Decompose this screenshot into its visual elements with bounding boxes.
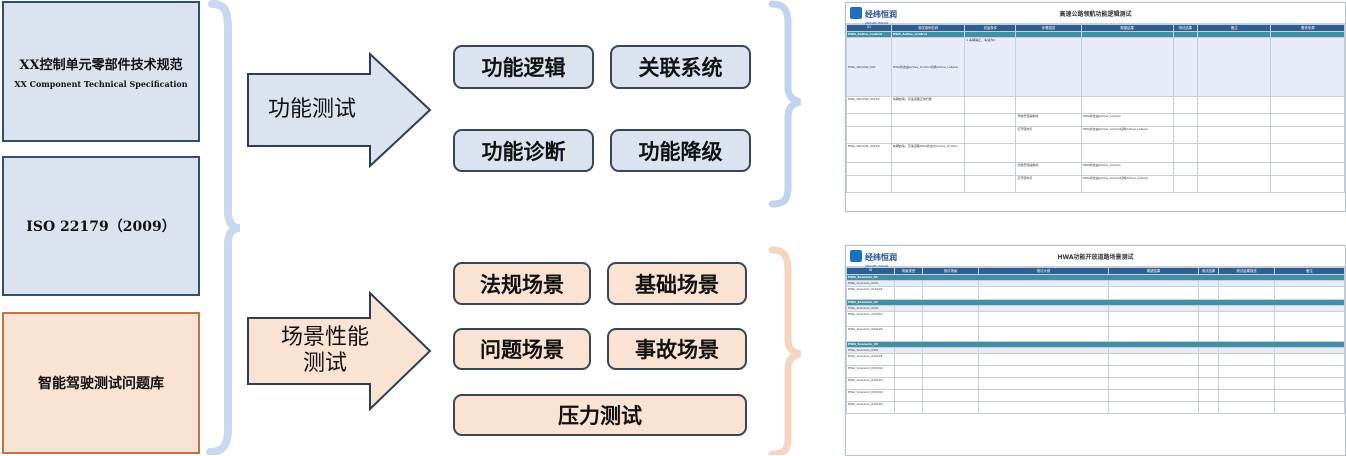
doc2-col-header: 备注 [1274,267,1345,275]
doc2-col-header: 场景类型 [894,267,923,275]
sources-bracket [206,0,241,455]
spec-source-box: XX控制单元零部件技术规范 XX Component Technical Spe… [2,1,200,142]
table-row: HWA_Worklist_001 HWA状态由Active_Control切换A… [846,37,1345,97]
iso-title: ISO 22179（2009） [26,219,176,235]
doc1-logo: 经纬恒润 JINGWEI HIRAIN [850,3,897,25]
accident-scenario-pill: 事故场景 [607,328,747,370]
doc1-table: ID 测试用例名称 初始条件 步骤描述 期望结果 测试结果 备注 需求来源 HW… [846,24,1345,193]
doc1-col-header: 步骤描述 [1015,24,1082,32]
doc1-title: 高速公路领航功能逻辑测试 [1059,11,1132,18]
doc2-header: 经纬恒润 JINGWEI HIRAIN HWA功能开放道路场景测试 [846,246,1345,268]
table-row: HWA_Scenario_030105 [846,401,1345,414]
scenario-bracket [768,246,801,455]
related-systems-pill: 关联系统 [610,45,751,89]
doc1-logo-name: 经纬恒润 [865,9,897,19]
doc1-header: 经纬恒润 JINGWEI HIRAIN 高速公路领航功能逻辑测试 [846,3,1345,25]
table-row: 驾驶员轻踩制动 HWA状态由Active_Control [846,162,1345,176]
table-row: HWA_Worklist_00101 车辆启动，高速道路正常行驶 [846,96,1345,114]
company-logo-icon [850,250,862,262]
regulation-scenario-pill: 法规场景 [453,262,591,305]
doc1-col-header: 备注 [1196,24,1272,32]
table-row: HWA_Scenario_030102 [846,365,1345,378]
doc2-col-header: 测试大纲 [978,267,1109,275]
functional-degradation-pill: 功能降级 [610,129,751,172]
functional-diagnosis-pill: 功能诊断 [453,129,594,172]
table-row: HWA_Scenario_030101 [846,353,1345,366]
table-row: HWA_Scenario_030103 [846,377,1345,390]
table-row: HWA_Scenario_030104 [846,389,1345,402]
doc2-logo-name: 经纬恒润 [865,252,897,262]
table-row: HWA_Scenario_0101 [846,280,1345,287]
spec-title: XX控制单元零部件技术规范 [19,58,183,73]
doc2-logo: 经纬恒润 JINGWEI HIRAIN [850,246,897,268]
functional-arrow [247,51,432,169]
table-row: HWA_Scenario_010101 [846,286,1345,300]
doc1-col-header: 初始条件 [964,24,1017,32]
doc1-logo-en: JINGWEI HIRAIN [865,20,889,25]
stress-test-pill: 压力测试 [453,394,747,436]
functional-logic-pill: 功能逻辑 [453,45,594,89]
table-row: 驾驶员轻踩制动 HWA状态由Active_Control [846,113,1345,127]
doc2-col-header: ID [846,267,895,275]
doc1-col-header: 测试结果 [1172,24,1199,32]
table-row: HWA_Scenario_020101 [846,311,1345,327]
doc2-col-header: 测试结果 [1198,267,1219,275]
doc2-logo-en: JINGWEI HIRAIN [865,263,889,268]
table-row: HWA_Scenario_020102 [846,326,1345,342]
table-row: 打开转向灯 HWA状态由Active_Control切换Active_Later… [846,175,1345,193]
doc2-col-header: 测试场景 [922,267,979,275]
doc1-header-row: ID 测试用例名称 初始条件 步骤描述 期望结果 测试结果 备注 需求来源 [846,24,1345,32]
library-source-box: 智能驾驶测试问题库 [2,312,200,454]
functional-bracket [768,0,801,208]
functional-arrow-label: 功能测试 [267,97,356,122]
library-title: 智能驾驶测试问题库 [38,376,164,392]
scenario-test-document: 经纬恒润 JINGWEI HIRAIN HWA功能开放道路场景测试 ID 场景类… [845,245,1346,456]
iso-source-box: ISO 22179（2009） [2,156,200,296]
doc2-header-row: ID 场景类型 测试场景 测试大纲 期望结果 测试结果 测试结果描述 备注 [846,267,1345,275]
doc2-col-header: 期望结果 [1108,267,1199,275]
scenario-arrow [247,290,432,412]
doc2-title: HWA功能开放道路场景测试 [1057,254,1134,261]
doc1-col-header: ID [846,24,892,32]
problem-scenario-pill: 问题场景 [453,328,591,370]
doc2-col-header: 测试结果描述 [1218,267,1275,275]
doc1-col-header: 需求来源 [1270,24,1345,32]
doc2-table: ID 场景类型 测试场景 测试大纲 期望结果 测试结果 测试结果描述 备注 HW… [846,267,1345,414]
table-row: HWA_Worklist_00102 车辆启动，高速道路HWA状态为Active… [846,143,1345,163]
table-row: 打开转向灯 HWA状态由Active_Control切换Active_Later… [846,126,1345,144]
scenario-arrow-label: 场景性能 测试 [280,325,369,376]
functional-test-document: 经纬恒润 JINGWEI HIRAIN 高速公路领航功能逻辑测试 ID 测试用例… [845,2,1346,212]
basic-scenario-pill: 基础场景 [607,262,747,305]
doc1-col-header: 期望结果 [1080,24,1174,32]
company-logo-icon [850,7,862,19]
doc1-col-header: 测试用例名称 [890,24,966,32]
spec-subtitle: XX Component Technical Specification [14,79,188,89]
